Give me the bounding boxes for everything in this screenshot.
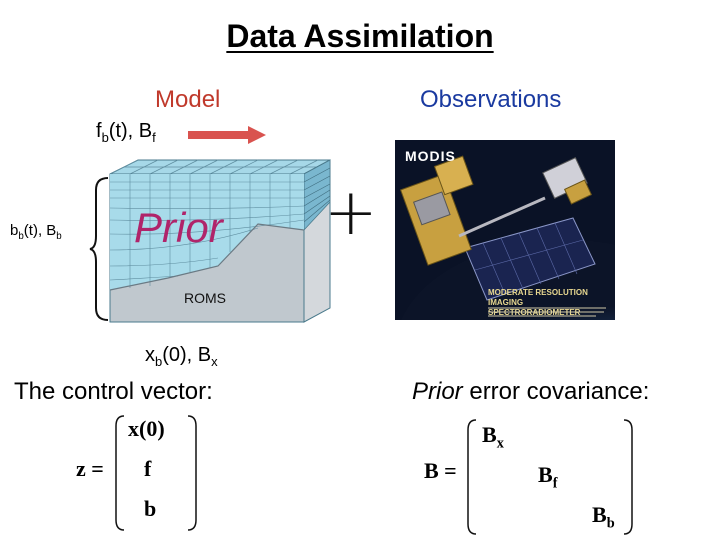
z-entry-b: b (144, 496, 157, 521)
modis-title: MODIS (405, 148, 456, 164)
curly-brace-icon (89, 177, 109, 321)
boundary-label: bb(t), Bb (10, 222, 62, 242)
b-matrix-brackets (467, 419, 633, 535)
z-vector-brackets (115, 415, 197, 531)
slide-title: Data Assimilation (226, 18, 494, 54)
z-entry-f: f (144, 456, 152, 481)
b-entry-bf: Bf (538, 462, 558, 492)
initial-condition-label: xb(0), Bx (145, 344, 218, 369)
b-entry-bx: Bx (482, 422, 504, 452)
forcing-arrow-icon (188, 126, 266, 144)
b-equation-lhs: B = (424, 458, 457, 483)
modis-satellite-image (395, 140, 615, 320)
prior-label: Prior (134, 204, 223, 251)
forcing-label: fb(t), Bf (96, 120, 156, 145)
z-entry-x0: x(0) (128, 416, 165, 441)
control-vector-label: The control vector: (14, 378, 213, 405)
prior-error-covariance-label: Prior error covariance: (412, 378, 650, 405)
z-equation-lhs: z = (76, 456, 104, 481)
model-label: Model (155, 86, 221, 113)
observations-label: Observations (420, 86, 562, 113)
b-entry-bb: Bb (592, 502, 615, 532)
roms-label: ROMS (184, 290, 226, 306)
modis-caption-lines (488, 307, 606, 317)
roms-cube-diagram (109, 159, 331, 323)
plus-icon: + (324, 176, 378, 250)
satellite-icon (395, 140, 615, 320)
